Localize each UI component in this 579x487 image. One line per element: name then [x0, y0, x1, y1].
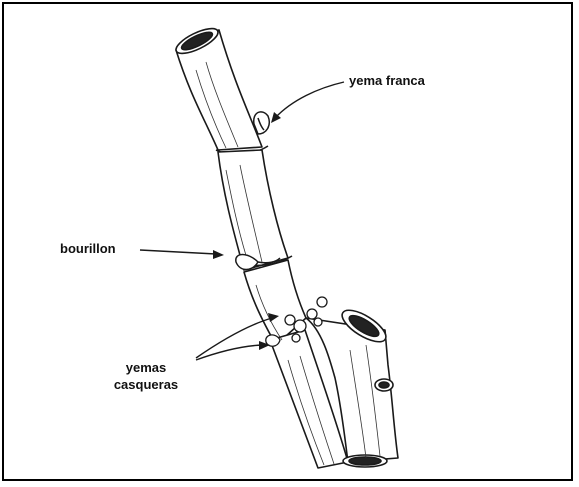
bud-yema-franca — [254, 112, 270, 134]
label-yemas-line2: casqueras — [98, 376, 194, 393]
label-yema-franca: yema franca — [349, 73, 425, 88]
arrow-casqueras-2 — [196, 345, 262, 360]
arrow-casqueras-1 — [196, 318, 272, 358]
label-yemas-line1: yemas — [98, 359, 194, 376]
cane-stem — [173, 24, 398, 468]
arrow-bourillon — [140, 250, 216, 254]
label-bourillon: bourillon — [60, 241, 116, 256]
arrow-yema-franca — [275, 82, 344, 118]
label-yemas-casqueras: yemas casqueras — [98, 359, 194, 393]
